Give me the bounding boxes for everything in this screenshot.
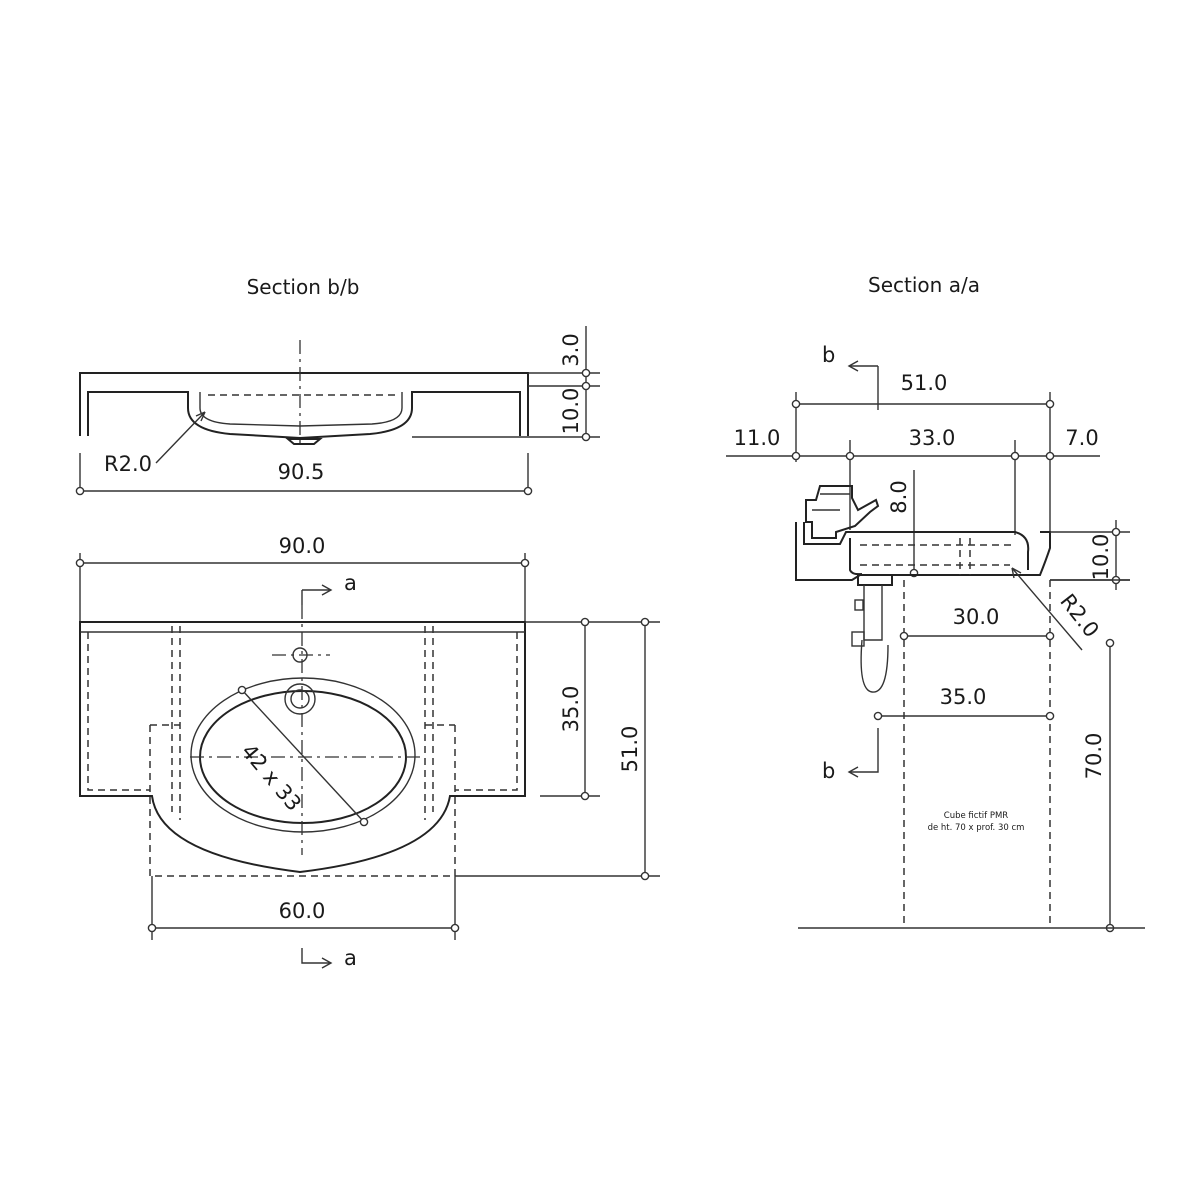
cube-note-line2: de ht. 70 x prof. 30 cm bbox=[928, 823, 1025, 833]
dim-basin-depth-aa: 10.0 bbox=[1089, 534, 1113, 581]
section-aa-title: Section a/a bbox=[868, 273, 980, 297]
cut-a-bottom: a bbox=[344, 946, 357, 970]
dim-front-width: 60.0 bbox=[279, 899, 326, 923]
section-aa-view: b 51.0 11.0 33.0 7.0 8.0 bbox=[726, 343, 1145, 933]
plan-view: 90.0 a 42 x 33 bbox=[75, 534, 660, 970]
dim-cube-depth: 30.0 bbox=[953, 605, 1000, 629]
dim-width-bb: 90.5 bbox=[278, 460, 325, 484]
dim-total-depth: 51.0 bbox=[618, 726, 642, 773]
dim-top-thickness: 3.0 bbox=[559, 333, 583, 366]
faucet-icon bbox=[805, 485, 880, 539]
cut-b-bottom: b bbox=[822, 759, 835, 783]
cut-a-top: a bbox=[344, 571, 357, 595]
section-bb-view: 3.0 10.0 R2.0 90.5 bbox=[75, 326, 600, 496]
dim-radius-bb: R2.0 bbox=[104, 452, 152, 476]
section-bb-title: Section b/b bbox=[247, 275, 360, 299]
dim-depth-body: 35.0 bbox=[559, 686, 583, 733]
cube-note-line1: Cube fictif PMR bbox=[944, 811, 1009, 821]
dim-bowl-aa: 33.0 bbox=[909, 426, 956, 450]
dim-knee-depth: 35.0 bbox=[940, 685, 987, 709]
dim-front-aa: 7.0 bbox=[1065, 426, 1098, 450]
dim-depth-aa: 51.0 bbox=[901, 371, 948, 395]
cut-b-top: b bbox=[822, 343, 835, 367]
dim-height: 70.0 bbox=[1082, 733, 1106, 780]
dim-tap-height: 8.0 bbox=[887, 480, 911, 513]
dim-basin-depth-bb: 10.0 bbox=[559, 388, 583, 435]
dim-overall-width: 90.0 bbox=[279, 534, 326, 558]
dim-radius-aa: R2.0 bbox=[1055, 589, 1103, 642]
dim-back-aa: 11.0 bbox=[734, 426, 781, 450]
dim-bowl-size: 42 x 33 bbox=[237, 739, 306, 815]
